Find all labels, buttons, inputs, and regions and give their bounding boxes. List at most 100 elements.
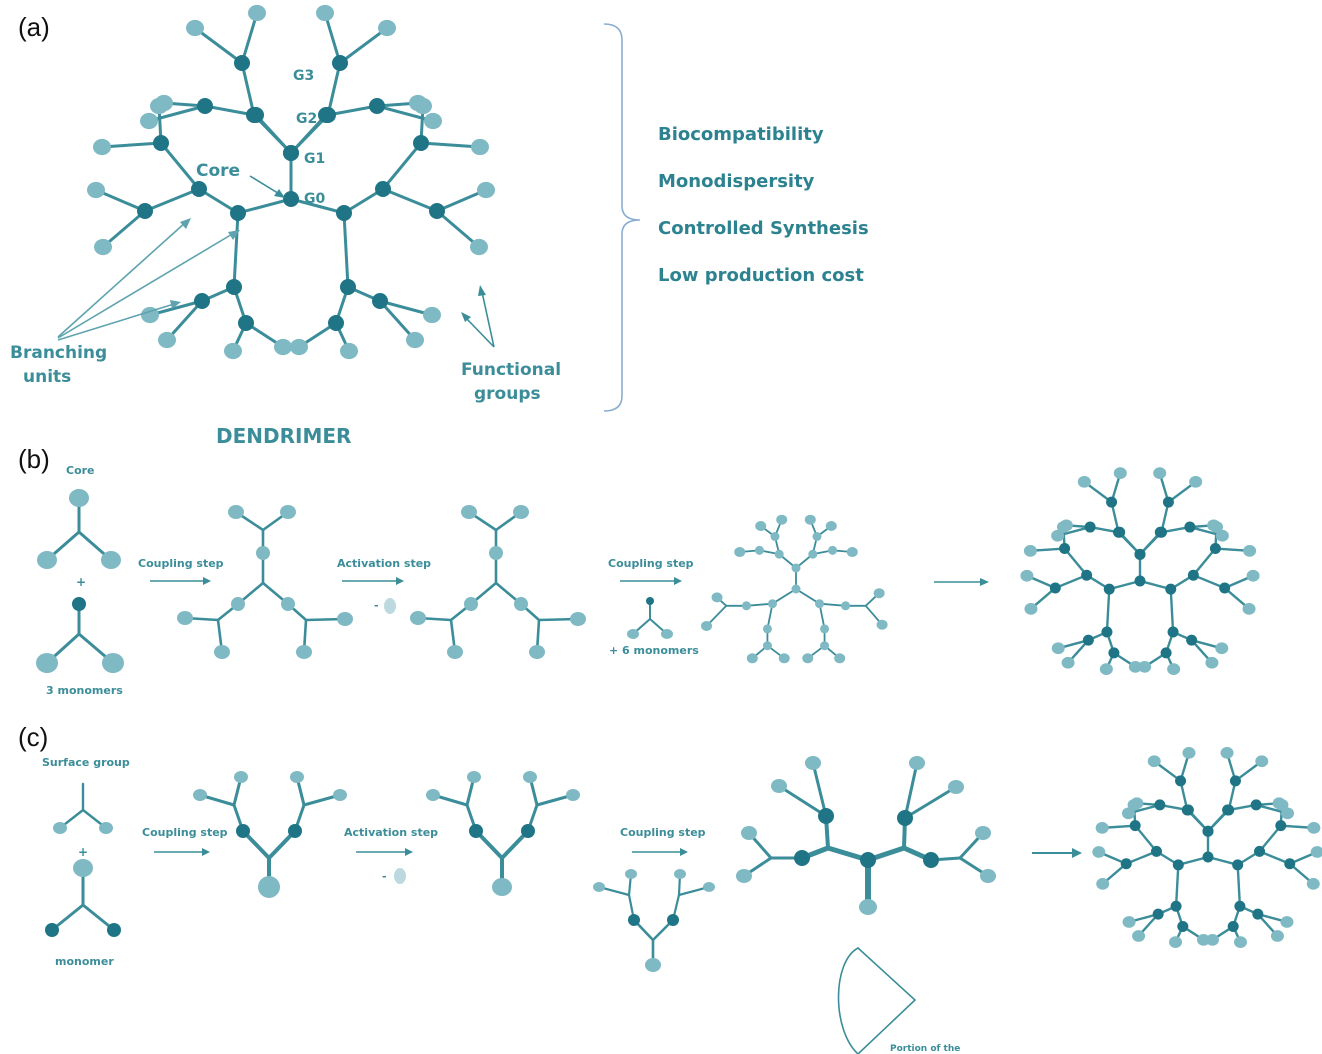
functional-arrows: [461, 285, 495, 348]
terminal-group: [53, 822, 67, 834]
terminal-group: [1255, 755, 1269, 768]
branch-node: [107, 923, 121, 937]
b-arrow-2: [342, 577, 404, 585]
branch-node: [1081, 569, 1093, 581]
terminal-group: [492, 878, 512, 896]
bond: [143, 187, 201, 213]
terminal-group: [980, 869, 996, 883]
bond: [94, 188, 147, 213]
bond: [777, 784, 828, 818]
terminal-group: [645, 958, 661, 972]
terminal-group: [248, 4, 266, 22]
branch-node: [1250, 799, 1262, 811]
core-label: Core: [196, 161, 240, 181]
terminal-group: [177, 611, 193, 625]
b-step3-label: Coupling step: [608, 557, 694, 570]
terminal-group: [93, 138, 111, 156]
terminal-group: [36, 653, 58, 673]
terminal-group: [186, 19, 204, 37]
branch-node: [1160, 647, 1172, 659]
terminal-group: [513, 505, 529, 519]
branch-node: [1101, 626, 1113, 638]
c-dendron-copy: [593, 869, 715, 972]
bond: [1192, 574, 1226, 590]
c-step1-label: Coupling step: [142, 826, 228, 839]
bond: [811, 761, 828, 818]
terminal-group: [234, 771, 248, 783]
bond: [435, 209, 481, 249]
panel-label-a: (a): [18, 12, 50, 42]
c-arrow-4: [1032, 848, 1082, 858]
bond: [381, 187, 439, 213]
terminal-group: [141, 306, 159, 324]
functional-groups-label-1: Functional: [461, 360, 561, 380]
bond: [771, 588, 797, 605]
branch-node: [1234, 900, 1246, 912]
branch-node: [340, 279, 356, 295]
terminal-group: [101, 551, 121, 569]
terminal-group: [1169, 936, 1183, 948]
branch-node: [1187, 569, 1199, 581]
terminal-group: [529, 645, 545, 659]
generation-labels: G3 G2 G1 G0: [293, 68, 325, 207]
terminal-group: [1127, 799, 1141, 811]
branch-node: [1162, 496, 1174, 508]
bond: [193, 26, 244, 65]
terminal-group: [1215, 642, 1229, 655]
terminal-group: [1167, 663, 1181, 676]
terminal-group: [791, 584, 801, 594]
branch-node: [897, 810, 913, 826]
branch-node: [1049, 582, 1061, 594]
branching-units-label-1: Branching: [10, 343, 107, 363]
branching-arrows: [57, 218, 240, 341]
b-arrow-1: [150, 577, 211, 585]
label-g2: G2: [296, 111, 317, 127]
terminal-group: [627, 629, 639, 639]
bond: [254, 113, 293, 155]
terminal-group: [1121, 807, 1135, 820]
c-monomer-structure: [45, 859, 121, 937]
terminal-group: [1280, 916, 1294, 928]
terminal-group: [99, 822, 113, 834]
terminal-group: [290, 771, 304, 783]
branch-node: [1184, 521, 1196, 533]
terminal-group: [741, 601, 751, 611]
branch-node: [328, 315, 344, 331]
branch-node: [1155, 526, 1167, 538]
terminal-group: [296, 645, 312, 659]
terminal-group: [846, 547, 858, 558]
terminal-group: [140, 112, 158, 130]
b-plus: +: [76, 575, 86, 589]
branch-node: [923, 852, 939, 868]
label-g0: G0: [304, 191, 325, 207]
property-controlled-synthesis: Controlled Synthesis: [658, 218, 869, 239]
branch-node: [72, 597, 86, 611]
bond: [338, 26, 389, 65]
panel-label-c: (c): [18, 722, 48, 752]
terminal-group: [378, 19, 396, 37]
terminal-group: [290, 338, 308, 356]
terminal-group: [625, 869, 637, 879]
branch-node: [794, 850, 810, 866]
terminal-group: [825, 521, 837, 531]
core-arrow: [249, 175, 285, 198]
terminal-group: [1270, 930, 1284, 942]
branch-node: [1134, 575, 1146, 587]
branch-node: [1229, 775, 1241, 787]
terminal-group: [337, 612, 353, 626]
terminal-group: [281, 597, 295, 611]
c-surface-group-structure: [53, 782, 113, 834]
branch-node: [1177, 920, 1189, 932]
terminal-group: [274, 338, 292, 356]
terminal-group: [1243, 544, 1257, 557]
branch-node: [1232, 859, 1244, 871]
terminal-group: [424, 112, 442, 130]
terminal-group: [489, 546, 503, 560]
bond: [323, 11, 342, 65]
bond: [903, 761, 919, 820]
terminal-group: [1051, 642, 1065, 655]
terminal-group: [1210, 521, 1224, 533]
terminal-group: [1128, 660, 1142, 673]
terminal-group: [193, 789, 207, 801]
terminal-group: [470, 238, 488, 256]
